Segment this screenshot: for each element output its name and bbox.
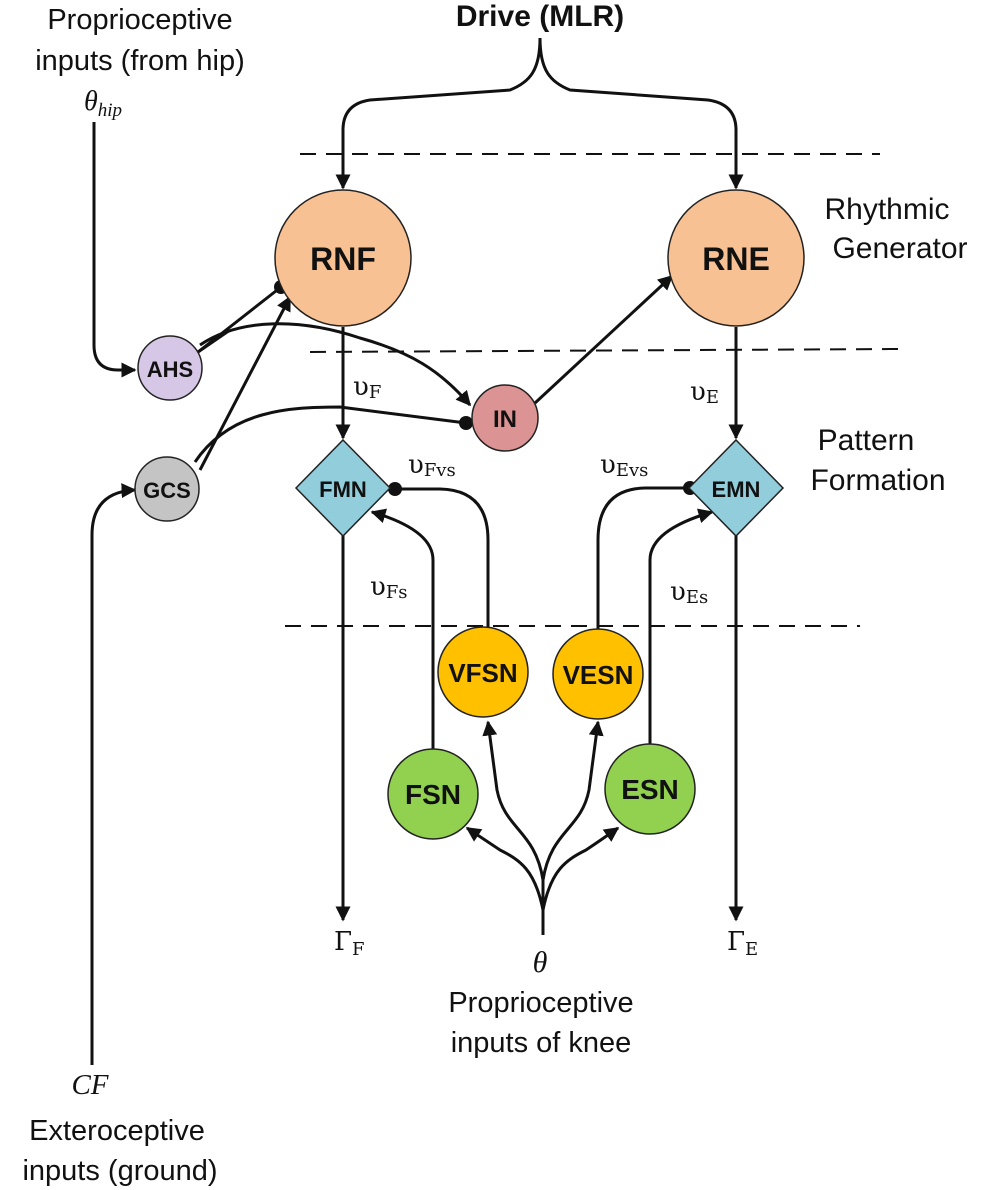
ahs-node — [137, 335, 203, 401]
rne-node — [667, 189, 805, 327]
knee-inputs-line2: inputs of knee — [451, 1027, 632, 1059]
fsn-label: FSN — [405, 779, 461, 810]
knee-to-fsn-arrow — [465, 826, 545, 911]
cf-symbol: CF — [71, 1069, 108, 1101]
in-inhibit-dot — [459, 416, 473, 430]
emn-label: EMN — [712, 477, 761, 502]
theta-knee-symbol: θ — [533, 946, 548, 979]
signal-ue: υE — [690, 377, 719, 408]
ground-to-gcs-arrow — [90, 483, 137, 1065]
ground-inputs-line1: Exteroceptive — [29, 1115, 205, 1147]
in-label: IN — [493, 406, 517, 433]
knee-to-vfsn-arrow — [482, 720, 545, 881]
gcs-to-in-inhibit — [193, 405, 467, 463]
rhythmic-label-line2: Generator — [832, 232, 967, 265]
separator-middle — [309, 348, 901, 353]
emn-node — [687, 438, 785, 538]
esn-to-emn-arrow — [648, 508, 714, 750]
knee-to-esn-arrow — [541, 826, 620, 911]
fsn-node — [387, 748, 479, 840]
pattern-label-line2: Formation — [810, 464, 945, 497]
drive-title: Drive (MLR) — [456, 0, 624, 33]
fmn-label: FMN — [319, 477, 367, 502]
esn-label: ESN — [621, 774, 679, 805]
signal-ues: υEs — [670, 577, 708, 608]
signal-ufs: υFs — [370, 572, 408, 603]
rnf-label: RNF — [310, 241, 376, 277]
gcs-label: GCS — [143, 478, 191, 503]
mlr-brace-left — [335, 37, 542, 190]
mlr-brace-right — [538, 37, 744, 190]
knee-inputs-line1: Proprioceptive — [448, 987, 633, 1019]
pattern-label-line1: Pattern — [818, 424, 915, 457]
vfsn-to-fmn-inhibit — [397, 487, 490, 628]
gcs-to-rnf-arrow — [198, 295, 292, 471]
fsn-to-fmn-arrow — [370, 508, 435, 750]
ahs-label: AHS — [147, 357, 193, 382]
rne-label: RNE — [702, 241, 770, 277]
signal-gamma-f: ΓF — [334, 927, 365, 960]
vfsn-label: VFSN — [448, 658, 517, 688]
rhythmic-label-line1: Rhythmic — [824, 193, 949, 226]
hip-inputs-line2: inputs (from hip) — [35, 45, 245, 77]
signal-ufvs: υFvs — [408, 450, 456, 481]
ahs-to-in-arrow — [199, 322, 472, 407]
vesn-to-emn-inhibit — [596, 486, 686, 630]
fmn-node — [294, 438, 392, 538]
knee-to-vesn-arrow — [541, 720, 604, 881]
signal-uevs: υEvs — [600, 450, 648, 481]
in-to-rne-arrow — [533, 274, 674, 405]
vesn-label: VESN — [563, 660, 634, 690]
hip-inputs-line1: Proprioceptive — [47, 4, 232, 36]
esn-node — [604, 743, 696, 835]
vfsn-node — [437, 626, 529, 718]
ahs-to-gcs-joint — [197, 328, 231, 354]
ground-inputs-line2: inputs (ground) — [22, 1155, 217, 1187]
vesn-node — [552, 628, 644, 720]
in-node — [471, 384, 539, 452]
fmn-inhibit-dot — [388, 482, 402, 496]
rnf-node — [274, 189, 412, 327]
hip-to-ahs-arrow — [92, 122, 137, 378]
signal-gamma-e: ΓE — [727, 927, 758, 960]
gcs-node — [134, 456, 200, 522]
signal-uf: υF — [353, 372, 381, 403]
theta-hip-symbol: θhip — [84, 86, 122, 121]
